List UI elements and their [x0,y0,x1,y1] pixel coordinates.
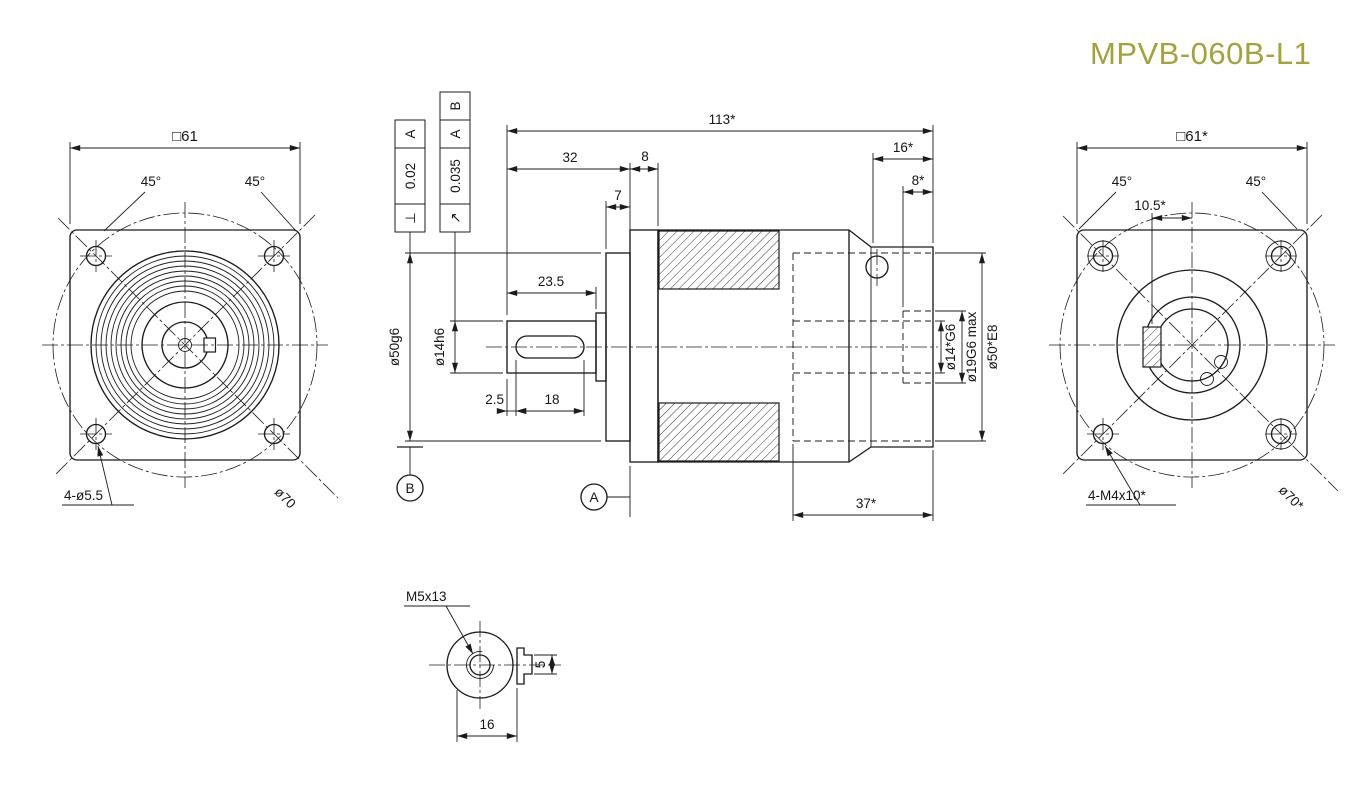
tol-runout-datum-a: A [448,129,463,138]
dim-pilot-dia: ø50g6 [387,232,601,442]
front-view: □61 45° 45° 4-ø5.5 ø70 [42,128,339,511]
datum-b-label: B [405,481,414,496]
front-flange-outline [69,229,301,461]
shaft-shoulder-label: 23.5 [538,274,564,289]
front-square-dim: □61 [172,128,198,145]
input-bore-dia-label: ø14*G6 [943,324,958,371]
clamp-offset-label: 10.5* [1134,198,1166,213]
dim-shaft-dia: ø14h6 [432,232,503,374]
rear-angle-left: 45° [1112,174,1132,189]
callout-rear-corner-holes: 4-M4x10* [1086,445,1176,506]
dim-input-bore: ø14*G6 ø19G6 max ø50*E8 [935,252,1000,442]
dim-overall-length: 113* [506,112,934,315]
tol-perp-value: 0.02 [403,163,418,189]
front-holes-label: 4-ø5.5 [64,488,103,503]
dim-clamp-screw-offset: 10.5* [1134,198,1192,324]
rear-flange-outline [1076,229,1308,461]
rear-square-dim: □61* [1176,128,1208,145]
rear-bolt-circle-label: ø70* [1276,482,1307,513]
datum-a-label: A [589,490,598,505]
boss-width-label: 16 [479,717,494,732]
front-corner-holes [80,240,290,450]
front-angle-labels: 45° 45° [103,174,297,232]
knurl-band-bottom [658,402,780,462]
input-bore-max-label: ø19G6 max [964,311,979,382]
dim-flange-thickness: 8 [630,149,659,226]
datum-a: A [580,466,631,517]
knurl-band-top [658,230,780,290]
detail-view: M5x13 5 16 [404,589,561,742]
overall-length-label: 113* [709,112,737,127]
rear-bore-depth-label: 8* [912,173,926,188]
side-body [486,229,938,463]
front-bolt-circle-label: ø70 [272,484,299,511]
dim-shaft-length: 32 [507,150,631,249]
boss-height-label: 5 [533,661,548,669]
tolerance-frame-perpendicularity: ⊥ 0.02 A [394,119,426,233]
runout-icon: ↗ [448,212,463,223]
pilot-dia-label: ø50g6 [387,328,402,366]
callout-front-corner-holes: 4-ø5.5 [62,445,134,506]
clamp-screw [1142,326,1162,368]
dim-rear-bore-depth: 8* [902,173,933,307]
rear-pilot-length-label: 16* [893,140,914,155]
dim-motor-cavity-depth: 37* [792,444,934,521]
dim-rear-square: □61* [1076,128,1308,224]
rear-angle-labels: 45° 45° [1078,174,1298,230]
callout-thread: M5x13 [404,589,474,655]
pilot-length-label: 7 [614,188,622,203]
dim-front-square: □61 [69,128,301,224]
dim-boss-width: 16 [456,688,518,742]
perpendicularity-icon: ⊥ [403,212,418,224]
key-length-label: 18 [544,392,559,407]
tolerance-frame-runout: ↗ 0.035 A B [439,91,471,233]
thread-arc [466,651,494,679]
tol-runout-datum-b: B [448,101,463,110]
dim-boss-height: 5 [533,654,557,675]
motor-cavity-depth-label: 37* [856,496,877,511]
dim-shaft-shoulder: 23.5 [507,274,597,309]
dim-rear-pilot-length: 16* [872,140,933,243]
front-angle-left: 45° [141,174,161,189]
detail-side-profile [516,647,533,685]
tol-runout-value: 0.035 [448,159,463,193]
key-offset-label: 2.5 [485,392,504,407]
side-view: ⊥ 0.02 A ↗ 0.035 A B 113* 32 [387,91,1000,521]
motor-pilot-dia-label: ø50*E8 [985,324,1000,369]
dim-keyway: 2.5 18 [485,360,585,416]
rear-angle-right: 45° [1246,174,1266,189]
front-angle-right: 45° [245,174,265,189]
rear-view: □61* 45° 45° 10.5* 4-M4x10* ø70* [1049,128,1339,514]
rear-corner-holes [1087,240,1297,450]
gearbox-body [657,229,934,463]
thread-callout-label: M5x13 [406,589,447,604]
drawing-title: MPVB-060B-L1 [1090,36,1311,71]
datum-b: B [396,446,424,502]
rear-centerlines [1049,202,1339,492]
dim-pilot-length: 7 [605,188,630,249]
flange-thickness-label: 8 [641,149,649,164]
front-centerlines [42,202,339,499]
shaft-length-label: 32 [562,150,577,165]
flange-plate [629,229,659,463]
shaft-dia-label: ø14h6 [432,328,447,366]
tol-perp-datum: A [403,129,418,138]
